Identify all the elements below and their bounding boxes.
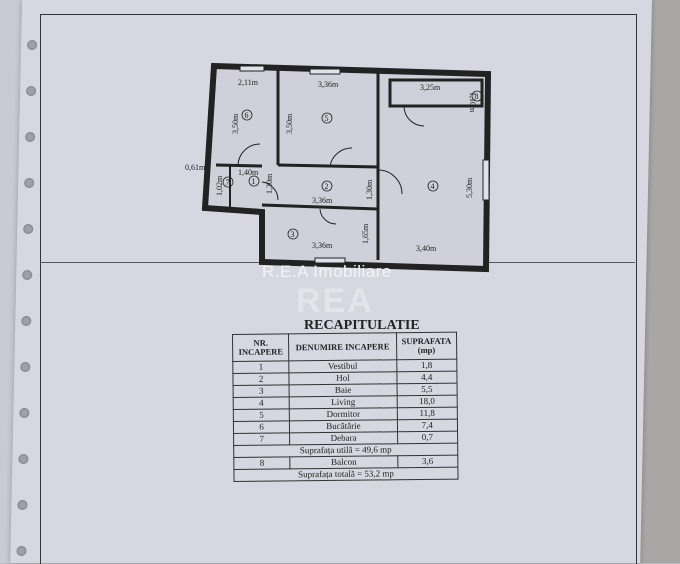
room-marker [287,228,299,240]
drawing-frame [40,14,637,564]
table-header-row: NR. INCAPERE DENUMIRE INCAPERE SUPRAFATA… [232,332,457,362]
window [482,159,490,201]
punch-hole [20,362,31,372]
cell-name: Dormitor [289,407,398,421]
cell-nr: 8 [233,456,291,470]
dimension-label: 0,61m [185,163,206,172]
cell-name: Hol [289,371,397,385]
cell-name: Balcon [290,455,398,469]
wall-balcony [388,78,484,108]
cell-area: 18,0 [396,395,458,408]
window [314,257,346,264]
room-number: 5 [325,114,329,123]
header-name: DENUMIRE INCAPERE [288,332,397,361]
door-arc [403,105,425,127]
cell-name: Living [289,395,397,409]
dimension-label: 1,40m [238,168,259,177]
cell-area: 4,4 [396,371,458,384]
cell-nr: 1 [232,360,290,374]
dimension-label: 1,65m [361,223,370,244]
room-marker [471,90,483,102]
wall-hall-top [277,163,379,169]
cell-nr: 6 [233,420,290,434]
window [309,68,341,75]
punch-hole [19,408,30,418]
total-area-row: Suprafața totală = 53,2 mp [233,467,459,482]
cell-nr: 7 [233,432,290,446]
cell-name: Vestibul [289,359,397,373]
recap-table: NR. INCAPERE DENUMIRE INCAPERE SUPRAFATA… [232,332,459,482]
room-marker [248,175,260,187]
punch-hole [16,546,27,556]
window [239,65,265,72]
dimension-label: 1,02m [215,175,224,196]
watermark-text: R.E.A Imobiliare [262,262,392,281]
dimension-label: 1,30m [265,173,274,194]
floor-plan: 6 5 8 4 2 1 7 3 2,11m 3,36m 3,25m 1,10m … [185,62,492,273]
cell-area: 0,7 [397,431,458,444]
room-number: 6 [245,111,249,120]
dimension-label: 3,36m [312,241,333,250]
room-number: 7 [226,178,230,187]
cell-nr: 3 [233,384,290,398]
cell-area: 3,6 [397,455,458,468]
punch-hole [17,500,28,510]
cell-name: Bucătărie [289,419,398,433]
dimension-label: 3,36m [312,196,333,205]
room-number: 2 [325,182,329,191]
dimension-label: 3,40m [416,244,437,253]
room-marker [241,109,253,121]
door-arc [329,147,353,167]
room-marker [321,112,333,124]
cell-area: 5,5 [396,383,458,396]
cell-area: 1,8 [396,359,457,372]
header-nr: NR. INCAPERE [232,333,290,362]
dimension-label: 5,30m [465,177,474,198]
cell-name: Debara [289,431,398,445]
cell-nr: 5 [233,408,290,422]
cell-nr: 2 [232,372,290,386]
watermark-logo: REA [296,282,374,320]
door-arc [261,181,279,201]
dimension-label: 1,30m [365,179,374,200]
cell-area: 7,4 [397,419,458,432]
door-arc [377,169,403,195]
wall-bath-top [261,203,379,211]
wall-vestibule-top [215,163,263,168]
dimension-label: 2,11m [238,78,259,87]
cell-area: 11,8 [396,407,458,420]
room-marker [321,180,333,192]
header-area: SUPRAFATA (mp) [396,332,457,360]
dimension-label: 3,50m [231,113,240,134]
punch-hole [18,454,29,464]
dimension-label: 3,36m [318,80,339,89]
dimension-label: 1,10m [468,92,477,113]
door-arc [237,143,261,167]
cell-nr: 4 [233,396,290,410]
dimension-label: 3,50m [285,113,294,134]
room-marker [427,180,439,192]
room-number: 3 [291,230,295,239]
room-marker [222,176,234,188]
door-arc [319,208,337,225]
room-number: 4 [431,182,435,191]
total-area: Suprafața totală = 53,2 mp [233,467,459,482]
recap-title: RECAPITULATIE [304,318,420,333]
room-number: 1 [252,177,256,186]
room-number: 8 [475,92,479,101]
cell-name: Baie [289,383,397,397]
dimension-label: 3,25m [420,83,441,92]
